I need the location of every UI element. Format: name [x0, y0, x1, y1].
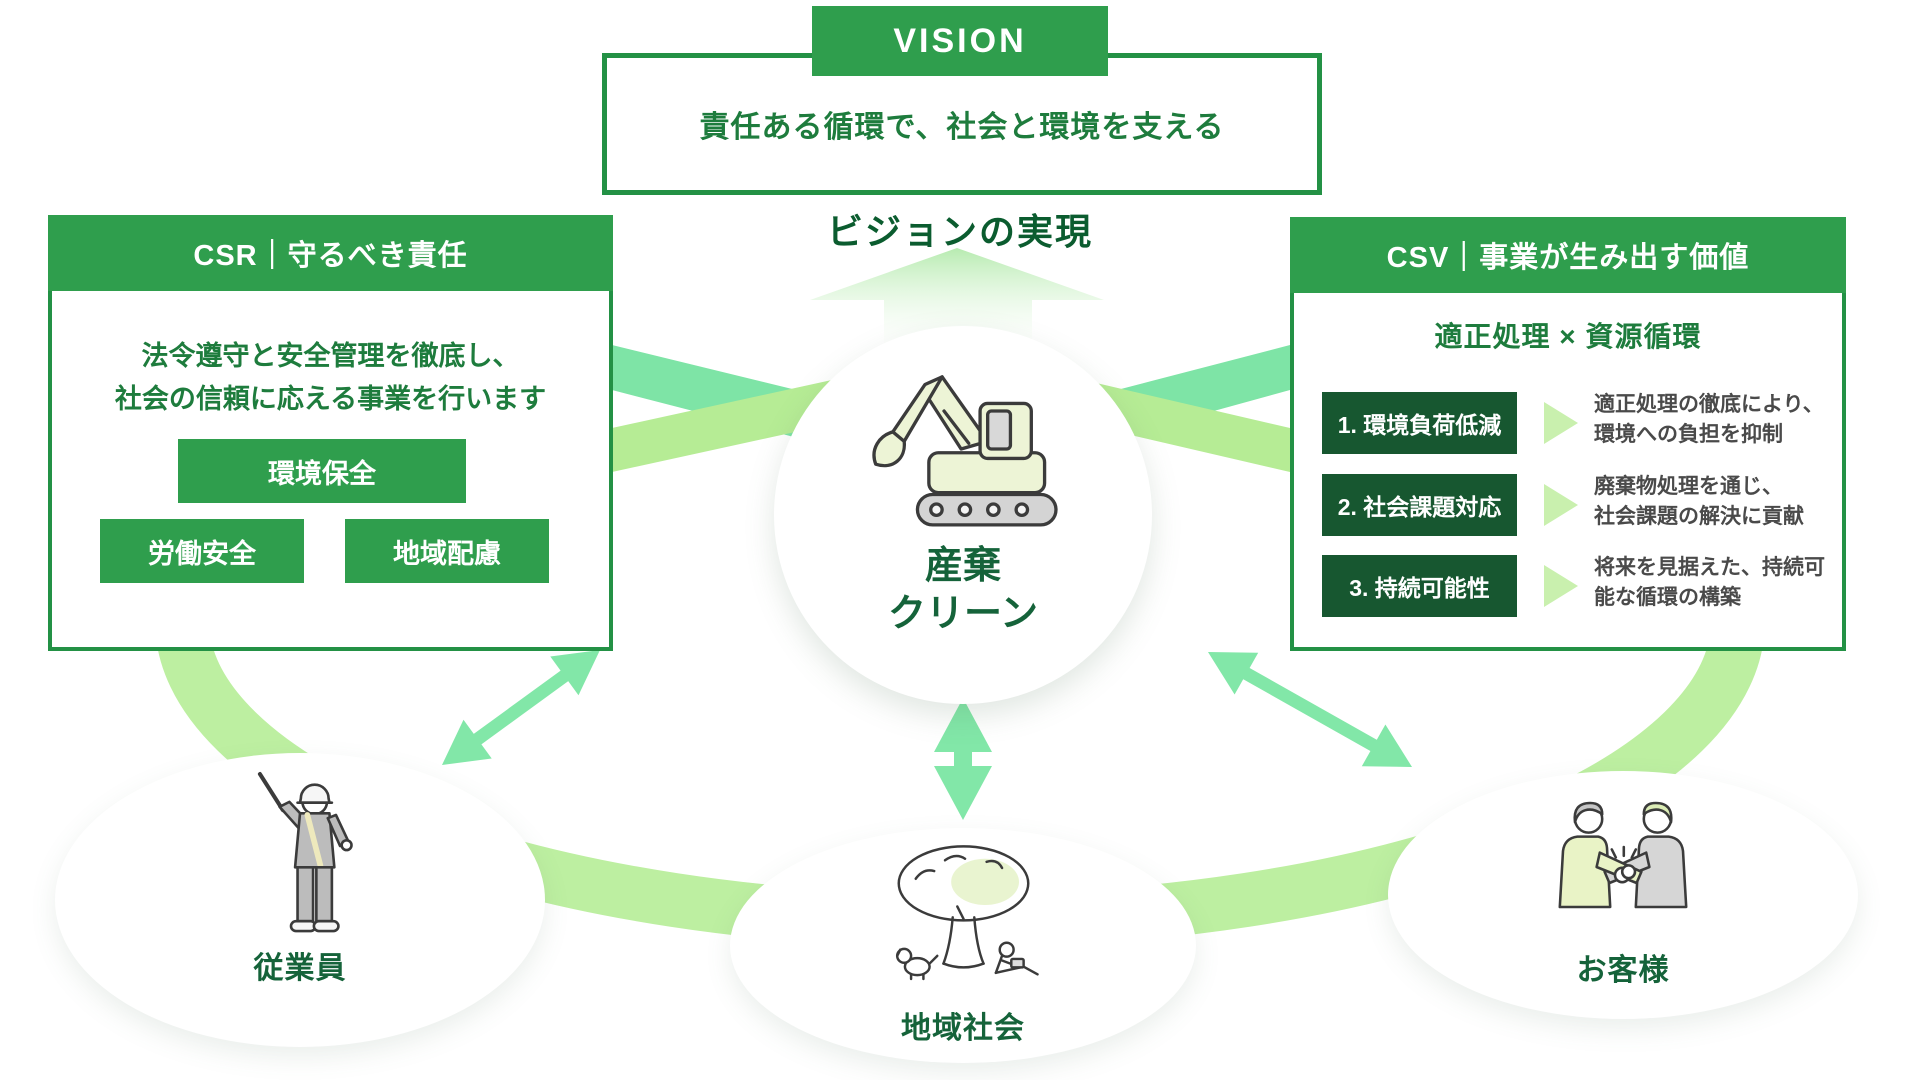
stakeholder-customers-label: お客様: [1576, 954, 1670, 987]
csr-body: 法令遵守と安全管理を徹底し、 社会の信頼に応える事業を行います 環境保全 労働安…: [48, 291, 613, 651]
handshake-art-wrap: [1388, 787, 1858, 939]
csr-statement: 法令遵守と安全管理を徹底し、 社会の信頼に応える事業を行います: [52, 335, 609, 421]
stakeholder-community-label: 地域社会: [901, 1012, 1025, 1045]
vision-tab-label: VISION: [893, 21, 1027, 60]
vision-box: 責任ある循環で、社会と環境を支える: [602, 53, 1322, 195]
csv-panel: CSV｜事業が生み出す価値 適正処理 × 資源循環 1. 環境負荷低減 適正処理…: [1290, 217, 1846, 651]
stakeholder-customers: お客様: [1388, 771, 1858, 1019]
worker-icon: [257, 772, 353, 933]
csr-statement-line2: 社会の信頼に応える事業を行います: [114, 384, 547, 415]
csr-statement-line1: 法令遵守と安全管理を徹底し、: [141, 341, 520, 371]
csv-item-1-desc-line1: 適正処理の徹底により、: [1594, 393, 1824, 416]
csv-item-1-description: 適正処理の徹底により、 環境への負担を抑制: [1594, 390, 1846, 450]
triangle-arrow-icon: [1544, 565, 1578, 607]
company-circle: 産棄 クリーン: [774, 326, 1152, 704]
vision-tab: VISION: [812, 6, 1108, 76]
csv-item-3-desc-line1: 将来を見据えた、持続可: [1594, 556, 1825, 579]
csv-item-2-desc-line2: 社会課題の解決に貢献: [1594, 504, 1804, 528]
triangle-arrow-icon: [1544, 484, 1578, 526]
csr-panel: CSR｜守るべき責任 法令遵守と安全管理を徹底し、 社会の信頼に応える事業を行い…: [48, 215, 613, 651]
csv-subtitle: 適正処理 × 資源循環: [1434, 321, 1702, 352]
vision-up-arrow-icon: [810, 248, 1104, 352]
csv-item-2-description: 廃棄物処理を通じ、 社会課題の解決に貢献: [1594, 472, 1846, 532]
csv-item-2-label: 2. 社会課題対応: [1322, 474, 1517, 536]
triangle-arrow-icon: [1544, 402, 1578, 444]
stakeholder-employees: 従業員: [55, 753, 545, 1047]
excavator-icon: [872, 375, 1058, 527]
csv-item-3-desc-line2: 能な循環の構築: [1594, 585, 1741, 609]
csr-tag-environment: 環境保全: [178, 439, 466, 503]
tree-icon: [895, 845, 1039, 981]
csr-header: CSR｜守るべき責任: [48, 215, 613, 291]
csr-tag-labor-safety: 労働安全: [100, 519, 304, 583]
stakeholder-community: 地域社会: [730, 828, 1196, 1063]
vision-realization-label: ビジョンの実現: [826, 211, 1093, 252]
tree-art-wrap: [730, 834, 1196, 996]
csv-header: CSV｜事業が生み出す価値: [1290, 217, 1846, 293]
csv-item-1-desc-line2: 環境への負担を抑制: [1594, 422, 1783, 446]
csv-item-2-desc-line1: 廃棄物処理を通じ、: [1594, 475, 1783, 498]
double-arrow-right-icon: [1208, 652, 1412, 767]
handshake-icon: [1558, 801, 1688, 909]
company-name-line2: クリーン: [887, 592, 1039, 635]
csv-body: 適正処理 × 資源循環 1. 環境負荷低減 適正処理の徹底により、 環境への負担…: [1290, 293, 1846, 651]
company-name: 産棄 クリーン: [888, 543, 1038, 638]
csv-item-3-label: 3. 持続可能性: [1322, 555, 1517, 617]
vision-statement: 責任ある循環で、社会と環境を支える: [699, 111, 1225, 144]
csr-tag-community-care: 地域配慮: [345, 519, 549, 583]
csv-item-1-label: 1. 環境負荷低減: [1322, 392, 1517, 454]
double-arrow-left-icon: [442, 650, 600, 765]
worker-art-wrap: [55, 761, 545, 949]
stakeholder-employees-label: 従業員: [253, 952, 347, 985]
csv-item-3-description: 将来を見据えた、持続可 能な循環の構築: [1594, 553, 1846, 613]
double-arrow-center-icon: [934, 698, 992, 820]
company-name-line1: 産棄: [924, 545, 1001, 587]
